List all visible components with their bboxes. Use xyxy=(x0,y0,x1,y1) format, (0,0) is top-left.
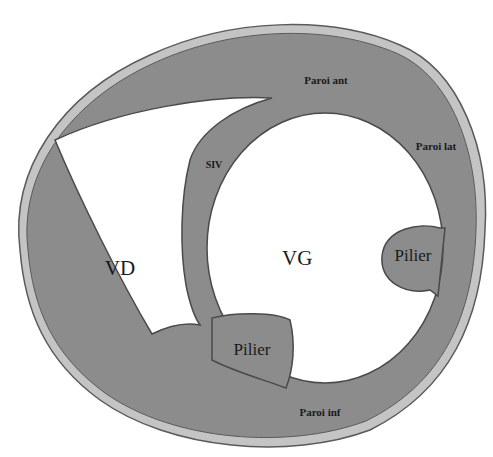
wall-label: Paroi inf xyxy=(299,407,340,418)
wall-label: Paroi ant xyxy=(304,75,348,86)
cavity-region: VGPilierPilier xyxy=(207,113,443,383)
wall-label: SIV xyxy=(206,160,223,170)
cavity-region: Pilier xyxy=(212,332,292,366)
cavity-region: VD xyxy=(85,250,155,286)
papillary-muscle xyxy=(212,314,293,388)
structure-name: Pilier xyxy=(234,341,271,358)
structure-name: VG xyxy=(282,248,312,269)
left-ventricle-cavity xyxy=(207,113,443,383)
papillary-muscle xyxy=(382,226,445,296)
cavity-region: Pilier xyxy=(378,238,448,272)
structure-name: VD xyxy=(105,258,135,279)
epicardium xyxy=(19,25,486,447)
myocardium xyxy=(27,33,476,437)
wall-label: Paroi lat xyxy=(416,141,456,152)
structure-name: Pilier xyxy=(395,247,432,264)
